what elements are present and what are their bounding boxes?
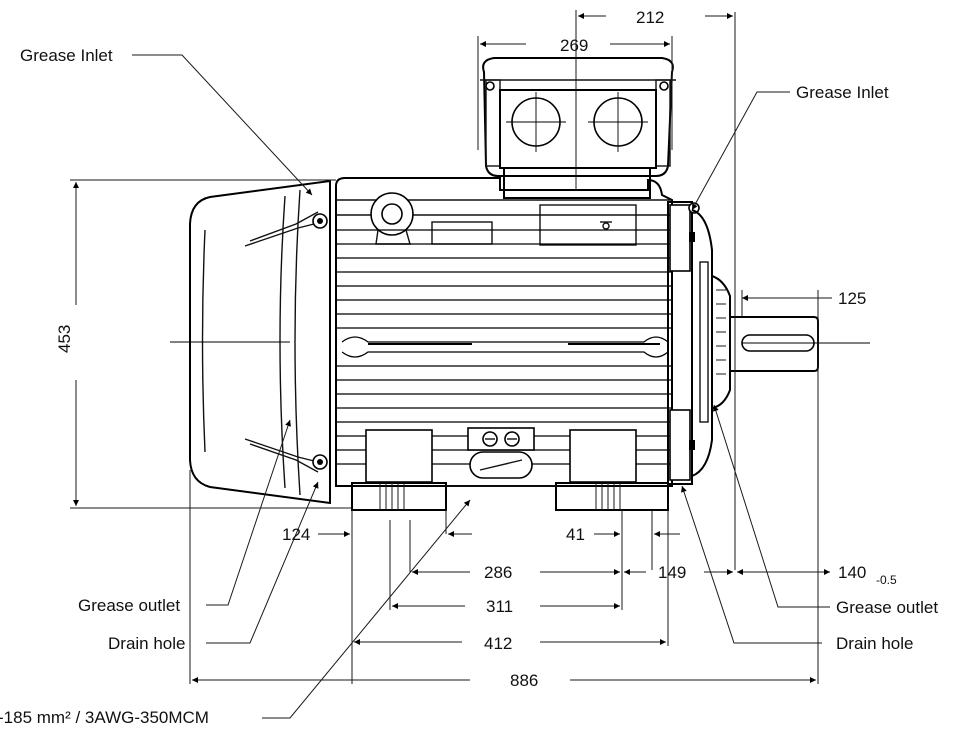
- bottom-pads: [365, 427, 637, 483]
- label-grease-inlet-right: Grease Inlet: [796, 83, 889, 102]
- dim-212: 212: [636, 8, 664, 27]
- label-drain-hole-right: Drain hole: [836, 634, 914, 653]
- terminal-box: [480, 57, 676, 199]
- dim-124: 124: [282, 525, 310, 544]
- dim-286: 286: [484, 563, 512, 582]
- motor-frame: [335, 177, 673, 511]
- label-drain-hole-left: Drain hole: [108, 634, 186, 653]
- center-lines: [170, 341, 870, 344]
- dim-125: 125: [838, 289, 866, 308]
- dim-412: 412: [484, 634, 512, 653]
- end-shield: [667, 201, 731, 485]
- label-cable-spec: -185 mm² / 3AWG-350MCM: [0, 708, 209, 727]
- dim-269: 269: [560, 36, 588, 55]
- dim-140-tolerance: -0.5: [876, 573, 897, 587]
- label-grease-outlet-left: Grease outlet: [78, 596, 180, 615]
- dimension-lines: [70, 10, 832, 684]
- dim-140: 140: [838, 563, 866, 582]
- shaft: [730, 316, 819, 372]
- dim-149: 149: [658, 563, 686, 582]
- label-grease-inlet-left: Grease Inlet: [20, 46, 113, 65]
- dim-311: 311: [486, 597, 513, 616]
- dim-886: 886: [510, 671, 538, 690]
- label-grease-outlet-right: Grease outlet: [836, 598, 938, 617]
- dim-41: 41: [566, 525, 585, 544]
- annotation-labels: Grease Inlet Grease Inlet Grease outlet …: [0, 46, 938, 727]
- dim-453: 453: [55, 325, 74, 353]
- leader-lines: [132, 54, 830, 719]
- fan-cover: [189, 179, 331, 505]
- dimension-values: 212 269 453 125 124 41 286 149 140 -0.5 …: [55, 8, 897, 690]
